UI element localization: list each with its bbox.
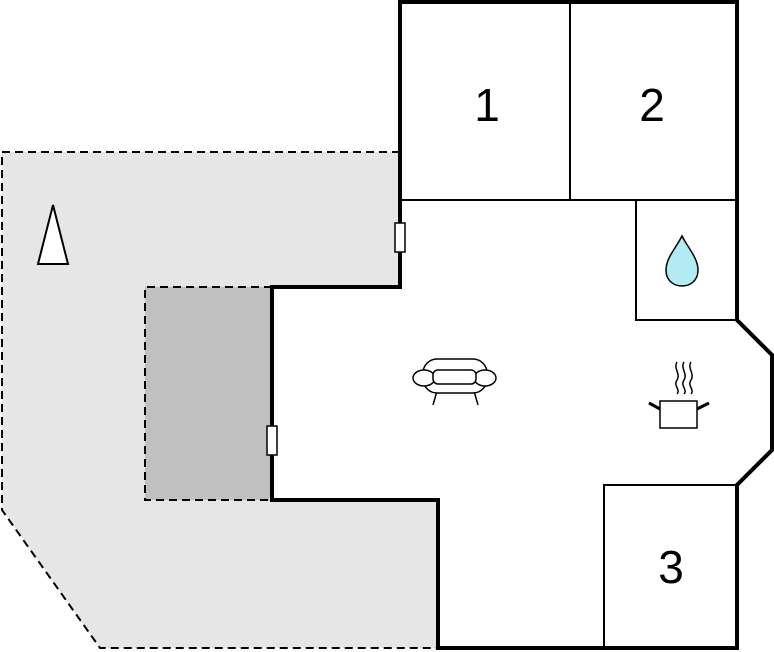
room-3-label: 3 xyxy=(658,541,684,593)
room-1-label: 1 xyxy=(474,79,500,131)
cooking-pot-icon xyxy=(648,361,710,429)
covered-terrace-door xyxy=(266,425,278,456)
house-interior xyxy=(272,2,772,648)
interior-walls xyxy=(400,2,737,648)
terrace-covered-outline xyxy=(144,286,272,501)
water-drop-icon xyxy=(665,234,699,287)
room-2-label: 2 xyxy=(639,79,665,131)
terrace-outer-outline xyxy=(1,151,438,649)
north-arrow-icon xyxy=(36,204,70,265)
terrace-covered xyxy=(145,287,272,500)
exterior-walls xyxy=(270,0,774,650)
terrace-door xyxy=(394,222,406,253)
sofa-icon xyxy=(412,358,497,406)
